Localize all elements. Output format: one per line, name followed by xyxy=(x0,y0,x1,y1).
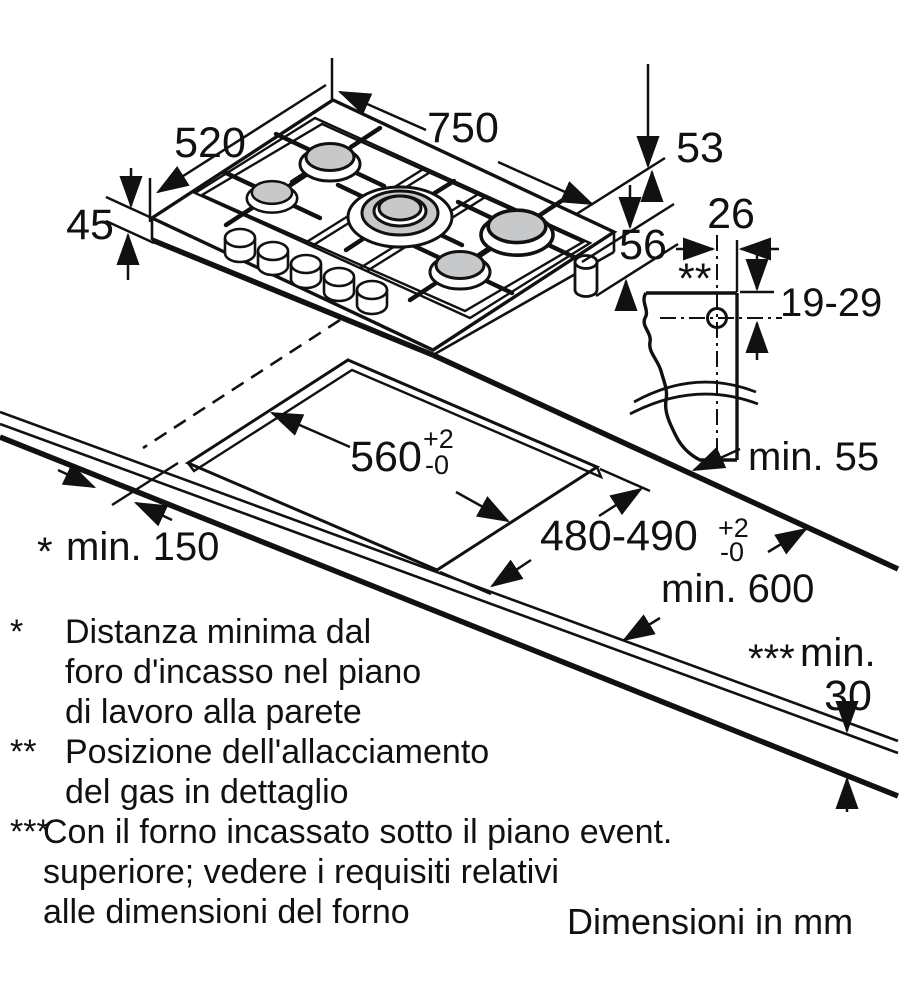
footnote-1-line-1: Distanza minima dal xyxy=(65,613,372,651)
cutout-depth-tol-plus: +2 xyxy=(718,513,749,543)
dimension-lines xyxy=(57,58,859,812)
cutout-depth-tol-minus: -0 xyxy=(720,537,744,567)
min30-label: min. xyxy=(800,631,876,675)
cutout-width-tol-minus: -0 xyxy=(425,450,449,480)
cutout-width-tol-plus: +2 xyxy=(423,424,454,454)
clearance-side-min150: * min. 150 xyxy=(37,525,219,574)
dim-depth-520: 520 xyxy=(174,119,246,167)
units-note: Dimensioni in mm xyxy=(567,901,854,942)
footnote-2-line-1: Posizione dell'allacciamento xyxy=(65,733,490,771)
min30-marker: *** xyxy=(748,637,795,681)
min30-value: 30 xyxy=(824,672,872,720)
oven-top-line xyxy=(0,434,900,799)
burner-right xyxy=(479,208,555,257)
burner-front xyxy=(428,250,492,291)
footnote-3-line-3: alle dimensioni del forno xyxy=(43,893,410,931)
footnote-gas-position: ** Posizione dell'allacciamento del gas … xyxy=(10,732,489,812)
footnote-3-marker: *** xyxy=(10,813,50,851)
footnote-min-distance: * Distanza minima dal foro d'incasso nel… xyxy=(10,612,421,732)
control-knob-3 xyxy=(289,253,323,290)
control-knob-2 xyxy=(256,240,290,277)
dim-width-750: 750 xyxy=(427,104,499,152)
break-lines xyxy=(629,380,759,416)
footnote-2-marker: ** xyxy=(10,733,37,771)
footnote-3-line-2: superiore; vedere i requisiti relativi xyxy=(43,853,559,891)
burner-left xyxy=(245,179,299,214)
cutout-width-value: 560 xyxy=(350,433,422,481)
burner-back-left xyxy=(298,142,362,183)
wall-line xyxy=(431,352,900,572)
control-knob-1 xyxy=(223,227,257,264)
footnote-oven-below: *** Con il forno incassato sotto il pian… xyxy=(10,812,672,932)
worktop-front-bottom-edge xyxy=(0,422,899,755)
min150-value: min. 150 xyxy=(66,525,219,569)
dim-cutout-width: 560 +2 -0 xyxy=(350,424,454,481)
min150-marker: * xyxy=(37,530,53,574)
dim-height-45: 45 xyxy=(66,201,114,249)
footnote-1-marker: * xyxy=(10,613,24,651)
dim-cutout-depth: 480-490 +2 -0 xyxy=(540,512,749,567)
footnote-1-line-3: di lavoro alla parete xyxy=(65,693,362,731)
hob-bottom-thick-edge xyxy=(150,237,435,358)
burner-center-wok xyxy=(346,185,454,249)
control-knob-4 xyxy=(322,266,356,303)
footnote-2-line-2: del gas in dettaglio xyxy=(65,773,349,811)
dim-gas-depth-19-29: 19-29 xyxy=(780,281,882,325)
control-knob-5 xyxy=(355,279,389,316)
footnote-3-line-1: Con il forno incassato sotto il piano ev… xyxy=(43,813,673,851)
clearance-below-min30: *** min. 30 xyxy=(748,631,876,720)
footnote-1-line-2: foro d'incasso nel piano xyxy=(65,653,422,691)
gas-detail-marker: ** xyxy=(678,255,712,303)
gas-pipe xyxy=(573,254,599,298)
gas-connection-detail xyxy=(629,235,782,462)
dim-edge-53: 53 xyxy=(676,124,724,172)
clearance-front-min600: min. 600 xyxy=(661,567,814,611)
hob-isometric-view xyxy=(148,98,618,358)
side-wall-dashed-line xyxy=(142,318,341,450)
cutout-depth-value: 480-490 xyxy=(540,512,698,560)
dim-body-56: 56 xyxy=(619,221,667,269)
clearance-back-min55: min. 55 xyxy=(748,435,879,479)
dim-gas-offset-26: 26 xyxy=(707,190,755,238)
